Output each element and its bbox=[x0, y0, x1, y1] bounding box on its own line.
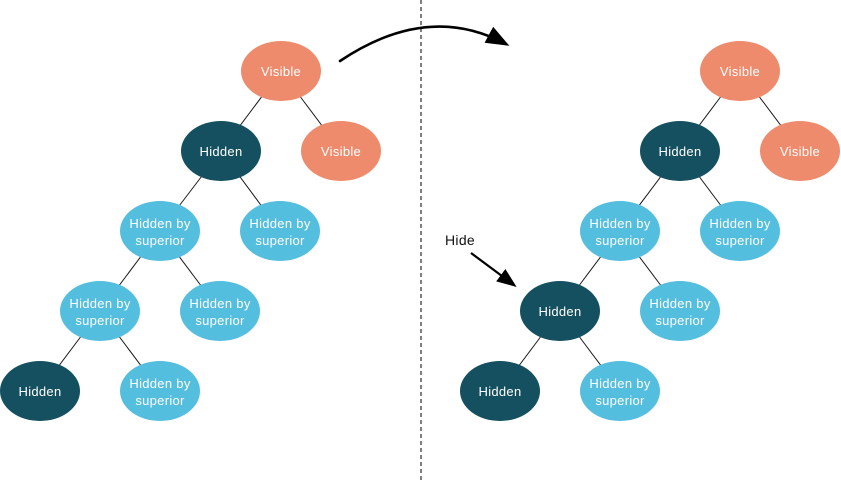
node-label-line: Hidden by bbox=[69, 296, 130, 311]
tree-node-hidden_by_superior bbox=[60, 281, 140, 341]
tree-node-hidden_by_superior bbox=[580, 201, 660, 261]
node-label-line: superior bbox=[75, 313, 125, 328]
node-label: Visible bbox=[780, 144, 820, 159]
node-label-line: Hidden by bbox=[709, 216, 770, 231]
node-label: Hidden bbox=[659, 144, 702, 159]
node-label-line: Hidden by bbox=[649, 296, 710, 311]
node-label: Hidden by superior bbox=[129, 216, 190, 248]
tree-node-visible bbox=[760, 121, 840, 181]
tree-node-hidden bbox=[520, 281, 600, 341]
tree-node-hidden_by_superior bbox=[580, 361, 660, 421]
tree-node-visible bbox=[700, 41, 780, 101]
node-label-line: Hidden by bbox=[129, 216, 190, 231]
tree-node-hidden_by_superior bbox=[640, 281, 720, 341]
node-label: Hidden by superior bbox=[589, 216, 650, 248]
node-label: Hidden by superior bbox=[129, 376, 190, 408]
tree-node-hidden_by_superior bbox=[700, 201, 780, 261]
tree-node-hidden_by_superior bbox=[240, 201, 320, 261]
node-label-line: Hidden by bbox=[589, 376, 650, 391]
node-label-line: superior bbox=[595, 393, 645, 408]
node-label: Visible bbox=[720, 64, 760, 79]
node-label: Hidden by superior bbox=[189, 296, 250, 328]
node-label-line: superior bbox=[595, 233, 645, 248]
hide-annotation-label: Hide bbox=[445, 232, 475, 248]
node-label: Hidden by superior bbox=[709, 216, 770, 248]
tree-node-hidden bbox=[460, 361, 540, 421]
node-label: Visible bbox=[261, 64, 301, 79]
node-label-line: Hidden by bbox=[589, 216, 650, 231]
node-label-line: superior bbox=[255, 233, 305, 248]
tree-node-hidden_by_superior bbox=[120, 361, 200, 421]
node-label: Hidden bbox=[539, 304, 582, 319]
node-label: Hidden bbox=[200, 144, 243, 159]
hide-annotation-arrow bbox=[470, 252, 517, 287]
tree-node-hidden_by_superior bbox=[180, 281, 260, 341]
node-label: Hidden by superior bbox=[589, 376, 650, 408]
node-label-line: superior bbox=[655, 313, 705, 328]
node-label: Hidden by superior bbox=[649, 296, 710, 328]
node-label: Hidden by superior bbox=[69, 296, 130, 328]
node-label-line: superior bbox=[715, 233, 765, 248]
node-label-line: Hidden by bbox=[189, 296, 250, 311]
transform-arrow bbox=[338, 25, 510, 63]
tree-node-hidden bbox=[640, 121, 720, 181]
tree-node-visible bbox=[301, 121, 381, 181]
node-label-line: superior bbox=[195, 313, 245, 328]
tree-node-visible bbox=[241, 41, 321, 101]
tree-node-hidden bbox=[0, 361, 80, 421]
tree-node-hidden_by_superior bbox=[120, 201, 200, 261]
node-label-line: superior bbox=[135, 233, 185, 248]
node-label: Visible bbox=[321, 144, 361, 159]
node-label: Hidden bbox=[19, 384, 62, 399]
node-label-line: Hidden by bbox=[129, 376, 190, 391]
node-label-line: Hidden by bbox=[249, 216, 310, 231]
tree-node-hidden bbox=[181, 121, 261, 181]
node-label: Hidden by superior bbox=[249, 216, 310, 248]
node-label: Hidden bbox=[479, 384, 522, 399]
node-label-line: superior bbox=[135, 393, 185, 408]
